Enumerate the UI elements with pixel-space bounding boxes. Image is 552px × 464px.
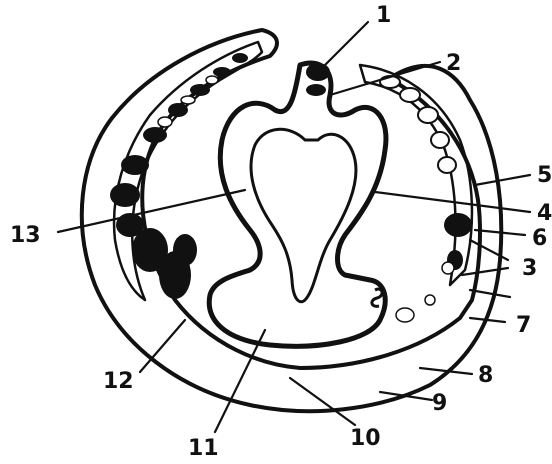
label-6: 6: [532, 226, 547, 251]
label-13: 13: [10, 223, 41, 248]
coiled-structure: [372, 289, 382, 306]
label-8: 8: [478, 363, 493, 388]
label-7: 7: [516, 313, 531, 338]
label-9: 9: [432, 391, 447, 416]
label-10: 10: [350, 426, 381, 451]
central-cavity: [209, 63, 386, 346]
label-4: 4: [537, 201, 552, 226]
label-2: 2: [446, 51, 461, 76]
label-1: 1: [376, 3, 391, 28]
label-5: 5: [537, 163, 552, 188]
label-11: 11: [188, 436, 219, 461]
label-12: 12: [103, 369, 134, 394]
notochord-top: [306, 63, 330, 96]
label-3: 3: [522, 256, 537, 281]
body-wall: [82, 30, 501, 411]
